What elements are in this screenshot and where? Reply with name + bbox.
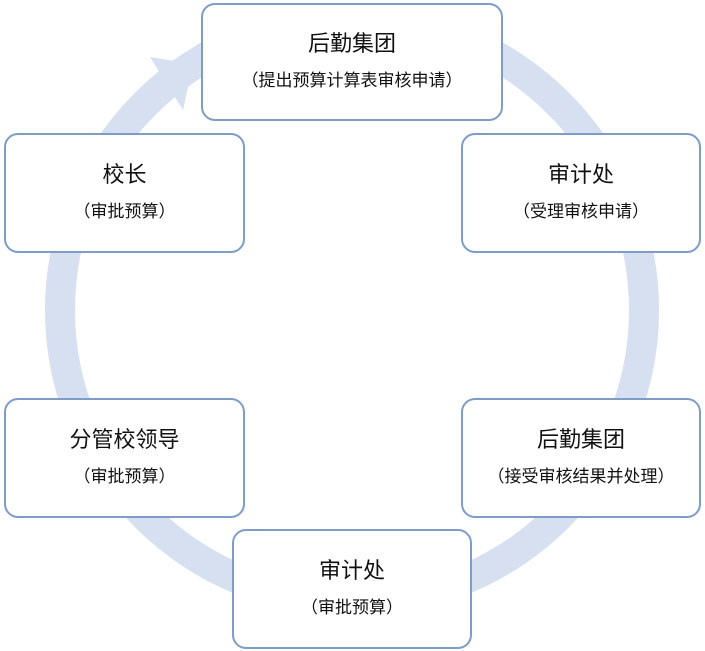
node-title: 校长: [102, 163, 147, 188]
node-vice-principal: 分管校领导 （审批预算）: [4, 398, 245, 518]
node-title: 审计处: [318, 559, 385, 584]
node-logistics-process: 后勤集团 （接受审核结果并处理）: [461, 398, 701, 518]
node-subtitle: （提出预算计算表审核申请）: [241, 71, 463, 91]
node-subtitle: （审批预算）: [73, 202, 176, 222]
node-audit-accept: 审计处 （受理审核申请）: [461, 133, 701, 253]
node-subtitle: （审批预算）: [301, 598, 403, 618]
node-subtitle: （审批预算）: [73, 467, 176, 487]
node-subtitle: （接受审核结果并处理）: [487, 467, 675, 487]
node-subtitle: （受理审核申请）: [513, 202, 649, 222]
node-title: 后勤集团: [536, 428, 625, 453]
node-audit-approve: 审计处 （审批预算）: [232, 529, 472, 649]
node-principal: 校长 （审批预算）: [4, 133, 245, 253]
node-logistics-submit: 后勤集团 （提出预算计算表审核申请）: [201, 3, 503, 121]
cycle-arrowhead: [150, 57, 193, 110]
node-title: 分管校领导: [69, 428, 180, 453]
node-title: 后勤集团: [307, 32, 396, 57]
node-title: 审计处: [547, 163, 614, 188]
